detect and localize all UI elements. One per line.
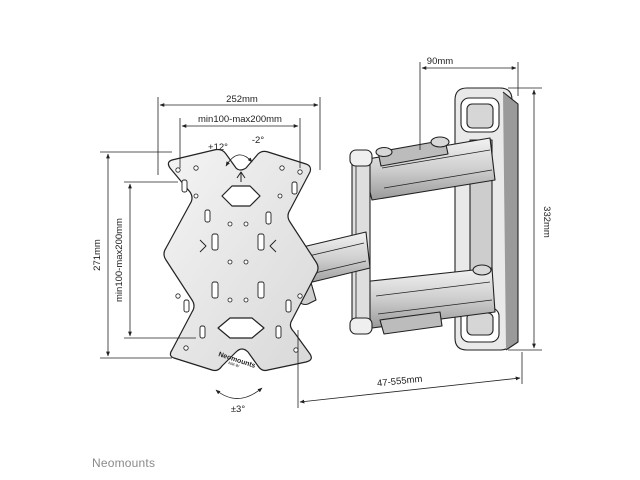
tilt-down-label: -2° [252, 135, 264, 146]
vesa-horizontal-label: min100-max200mm [198, 114, 282, 125]
depth-label: 90mm [427, 56, 453, 67]
rotation-label: ±3° [231, 404, 245, 415]
wall-plate-height-label: 332mm [541, 206, 552, 238]
brand-wordmark: Neomounts [92, 456, 156, 470]
vesa-plate [163, 148, 319, 372]
extension-label: 47-555mm [377, 374, 423, 390]
upper-arm [361, 136, 496, 201]
lower-arm [361, 264, 496, 335]
dimension-lines [100, 62, 542, 408]
plate-logo-sub: NM-W [228, 360, 241, 368]
tilt-up-label: +12° [208, 142, 228, 153]
hinge-column [349, 149, 373, 335]
vesa-vertical-label: min100-max200mm [114, 218, 125, 302]
plate-width-label: 252mm [226, 94, 258, 105]
plate-height-label: 271mm [92, 239, 103, 271]
